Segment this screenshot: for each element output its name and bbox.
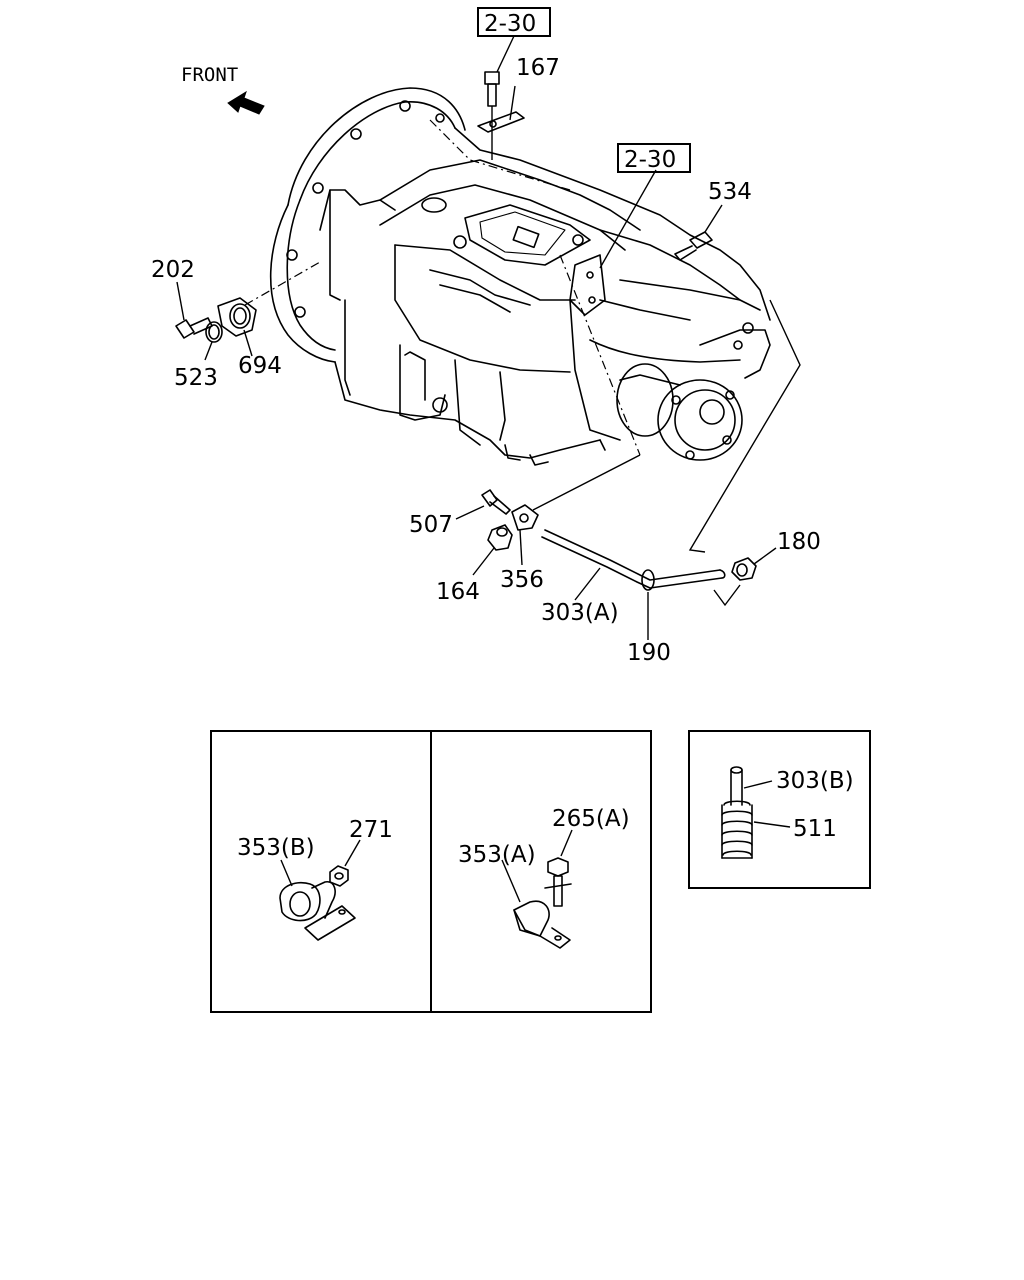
- hose-303a[interactable]: [541, 529, 726, 589]
- callout-507: 507: [409, 512, 453, 538]
- bolt-534[interactable]: [674, 231, 713, 261]
- transmission-assembly: [269, 87, 771, 466]
- clamp-190[interactable]: [641, 569, 655, 591]
- callout-180: 180: [777, 529, 821, 555]
- front-arrow-icon: [227, 90, 265, 115]
- spring-511[interactable]: [721, 800, 753, 859]
- callout-534: 534: [708, 179, 752, 205]
- callout-353b: 353(B): [237, 835, 315, 861]
- ref-box-mid[interactable]: 2-30: [617, 143, 691, 173]
- callout-164: 164: [436, 579, 480, 605]
- detail-panel-left: 353(B) 271: [210, 730, 432, 1013]
- callout-523: 523: [174, 365, 218, 391]
- seal-694[interactable]: [217, 297, 257, 337]
- ref-box-top-label: 2-30: [484, 11, 536, 37]
- callout-167: 167: [516, 55, 560, 81]
- callout-202: 202: [151, 257, 195, 283]
- bolt-202[interactable]: [175, 317, 213, 339]
- bolt-507[interactable]: [481, 489, 511, 515]
- detail-panel-right: 303(B) 511: [688, 730, 871, 889]
- callout-511: 511: [793, 816, 837, 842]
- bolt-265a[interactable]: [544, 857, 572, 907]
- clamp-353b[interactable]: [279, 881, 356, 941]
- callout-353a: 353(A): [458, 842, 536, 868]
- nut-271[interactable]: [329, 865, 349, 887]
- callout-303a: 303(A): [541, 600, 619, 626]
- bolt-top[interactable]: [477, 71, 525, 160]
- ref-box-top[interactable]: 2-30: [477, 7, 551, 37]
- callout-694: 694: [238, 353, 282, 379]
- callout-190: 190: [627, 640, 671, 666]
- front-label: FRONT: [181, 64, 238, 86]
- connector-356[interactable]: [511, 504, 539, 531]
- detail-panel-middle: 353(A) 265(A): [430, 730, 652, 1013]
- ref-box-mid-label: 2-30: [624, 147, 676, 173]
- callout-356: 356: [500, 567, 544, 593]
- callout-265a: 265(A): [552, 806, 630, 832]
- callout-303b: 303(B): [776, 768, 854, 794]
- clamp-353a[interactable]: [513, 900, 571, 949]
- hose-303b[interactable]: [730, 766, 743, 806]
- callout-271: 271: [349, 817, 393, 843]
- elbow-164[interactable]: [487, 524, 513, 551]
- cap-180[interactable]: [731, 557, 757, 581]
- ring-523[interactable]: [205, 321, 223, 343]
